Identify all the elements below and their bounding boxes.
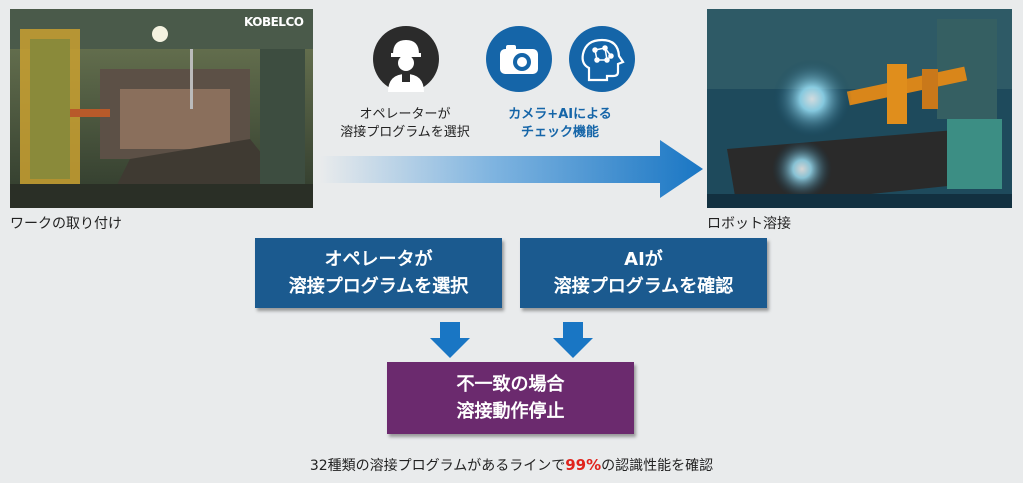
footer-text-after: の認識性能を確認	[601, 458, 714, 474]
operator-icon	[373, 26, 439, 92]
down-arrow-icon	[553, 322, 593, 358]
ai-box-line1: AIが	[624, 249, 663, 270]
camera-icon	[486, 26, 552, 92]
mismatch-stop-box: 不一致の場合 溶接動作停止	[387, 362, 634, 434]
operator-selects-label: オペレーターが 溶接プログラムを選択	[340, 106, 470, 142]
down-arrow-icon	[430, 322, 470, 358]
operator-box-line2: 溶接プログラムを選択	[288, 276, 469, 297]
footer-text-before: 32種類の溶接プログラムがあるラインで	[309, 458, 566, 474]
footer-highlight: 99%	[565, 456, 602, 474]
workpiece-mounting-caption: ワークの取り付け	[10, 216, 122, 232]
robot-welding-photo	[707, 9, 1012, 208]
stop-box-line1: 不一致の場合	[456, 374, 565, 395]
camera-ai-check-label-line1: カメラ+AIによる	[508, 107, 612, 122]
recognition-performance-note: 32種類の溶接プログラムがあるラインで99%の認識性能を確認	[0, 455, 1023, 475]
kobelco-logo: KOBELCO	[244, 15, 304, 29]
ai-brain-icon	[569, 26, 635, 92]
operator-selects-label-line1: オペレーターが	[359, 107, 451, 122]
process-flow-arrow	[320, 140, 703, 198]
workpiece-mounting-photo: KOBELCO	[10, 9, 313, 208]
robot-welding-caption: ロボット溶接	[707, 216, 791, 232]
operator-selects-label-line2: 溶接プログラムを選択	[340, 125, 470, 140]
ai-confirms-program-box: AIが 溶接プログラムを確認	[520, 238, 767, 308]
ai-box-line2: 溶接プログラムを確認	[553, 276, 734, 297]
camera-ai-check-label: カメラ+AIによる チェック機能	[490, 106, 630, 142]
operator-box-line1: オペレータが	[324, 249, 433, 270]
camera-ai-check-label-line2: チェック機能	[520, 125, 599, 140]
stop-box-line2: 溶接動作停止	[456, 401, 565, 422]
operator-selects-program-box: オペレータが 溶接プログラムを選択	[255, 238, 502, 308]
